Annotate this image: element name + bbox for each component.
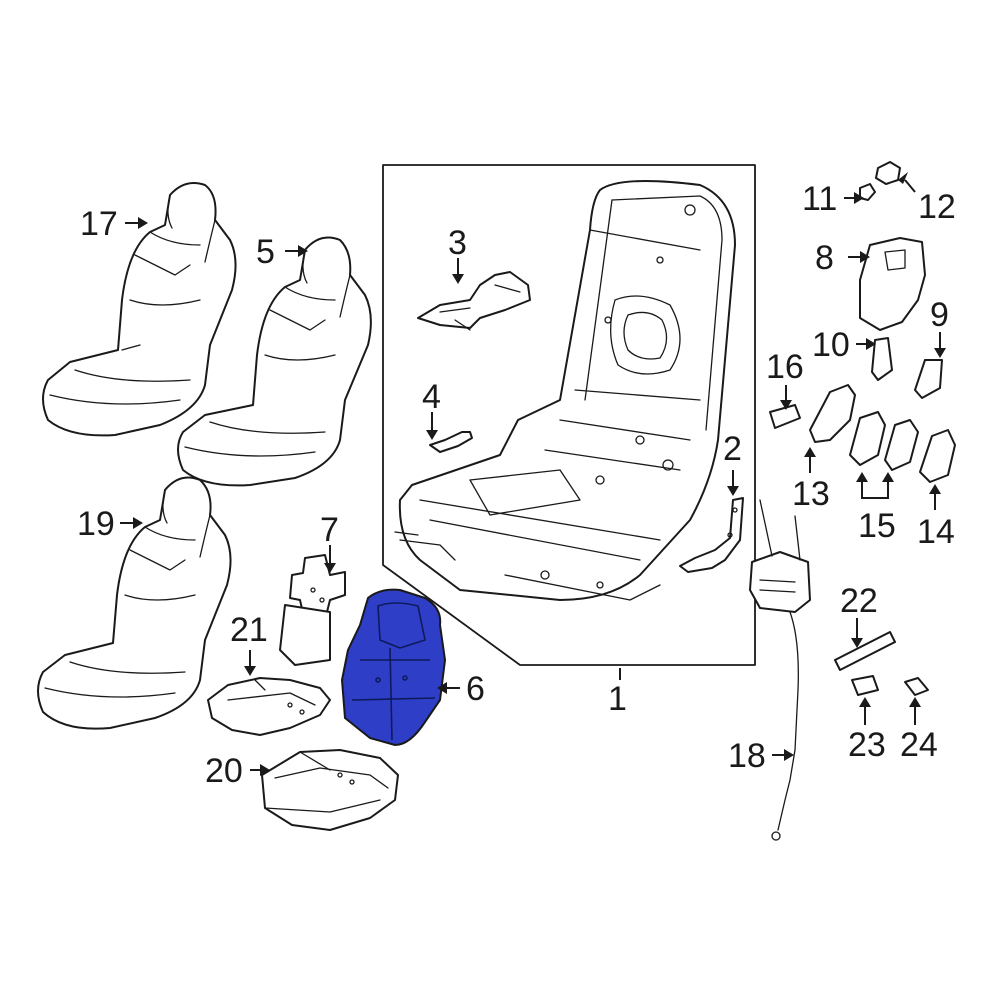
callout-1: 1 xyxy=(608,680,627,718)
part-14-trim-cover[interactable] xyxy=(919,429,956,483)
part-6-backrest-pad[interactable] xyxy=(341,588,446,746)
part-2-bracket[interactable] xyxy=(679,497,744,573)
callout-9: 9 xyxy=(930,296,949,334)
seat-frame[interactable] xyxy=(394,180,736,601)
part-8-panel[interactable] xyxy=(859,237,926,331)
part-13-trim-cover[interactable] xyxy=(809,384,856,443)
seat-17[interactable] xyxy=(42,182,237,437)
callout-18: 18 xyxy=(728,737,766,775)
callout-19: 19 xyxy=(77,505,115,543)
part-3-bracket[interactable] xyxy=(417,271,531,331)
part-4-clip[interactable] xyxy=(429,431,473,453)
callout-2: 2 xyxy=(723,430,742,468)
part-15-trim-covers[interactable] xyxy=(849,411,919,471)
callout-4: 4 xyxy=(422,378,441,416)
callout-17: 17 xyxy=(80,205,118,243)
callout-11: 11 xyxy=(802,180,837,218)
callout-12: 12 xyxy=(918,188,956,226)
callout-24: 24 xyxy=(900,726,938,764)
callout-8: 8 xyxy=(815,239,834,277)
part-10-bracket[interactable] xyxy=(871,337,893,381)
callout-6: 6 xyxy=(466,670,485,708)
part-23-block[interactable] xyxy=(851,675,879,696)
part-20-seat-cushion[interactable] xyxy=(261,749,399,831)
callout-16: 16 xyxy=(766,348,804,386)
part-18-wiring-harness[interactable] xyxy=(749,499,811,841)
part-7-panel[interactable] xyxy=(279,554,346,666)
callout-5: 5 xyxy=(256,233,275,271)
callout-10: 10 xyxy=(812,326,850,364)
callout-13: 13 xyxy=(792,475,830,513)
part-12-clip[interactable] xyxy=(875,161,901,185)
callout-7: 7 xyxy=(320,511,339,549)
part-22-trim-strip[interactable] xyxy=(834,631,896,671)
seat-5[interactable] xyxy=(177,236,372,487)
seat-19[interactable] xyxy=(37,476,232,730)
part-24-clip[interactable] xyxy=(904,677,929,696)
callout-22: 22 xyxy=(840,582,878,620)
leader-lines xyxy=(120,172,946,776)
callout-20: 20 xyxy=(205,752,243,790)
part-21-cushion-pad[interactable] xyxy=(207,677,331,736)
callout-15: 15 xyxy=(858,507,896,545)
part-9-part[interactable] xyxy=(914,359,943,399)
callout-3: 3 xyxy=(448,224,467,262)
part-16-block[interactable] xyxy=(769,404,801,429)
seat-frame-assembly-outline xyxy=(382,164,756,666)
callout-14: 14 xyxy=(917,513,955,551)
callout-21: 21 xyxy=(230,611,268,649)
callout-23: 23 xyxy=(848,726,886,764)
callout-labels: 1 2 3 4 5 6 7 8 9 10 11 12 13 14 15 16 1… xyxy=(77,180,956,790)
